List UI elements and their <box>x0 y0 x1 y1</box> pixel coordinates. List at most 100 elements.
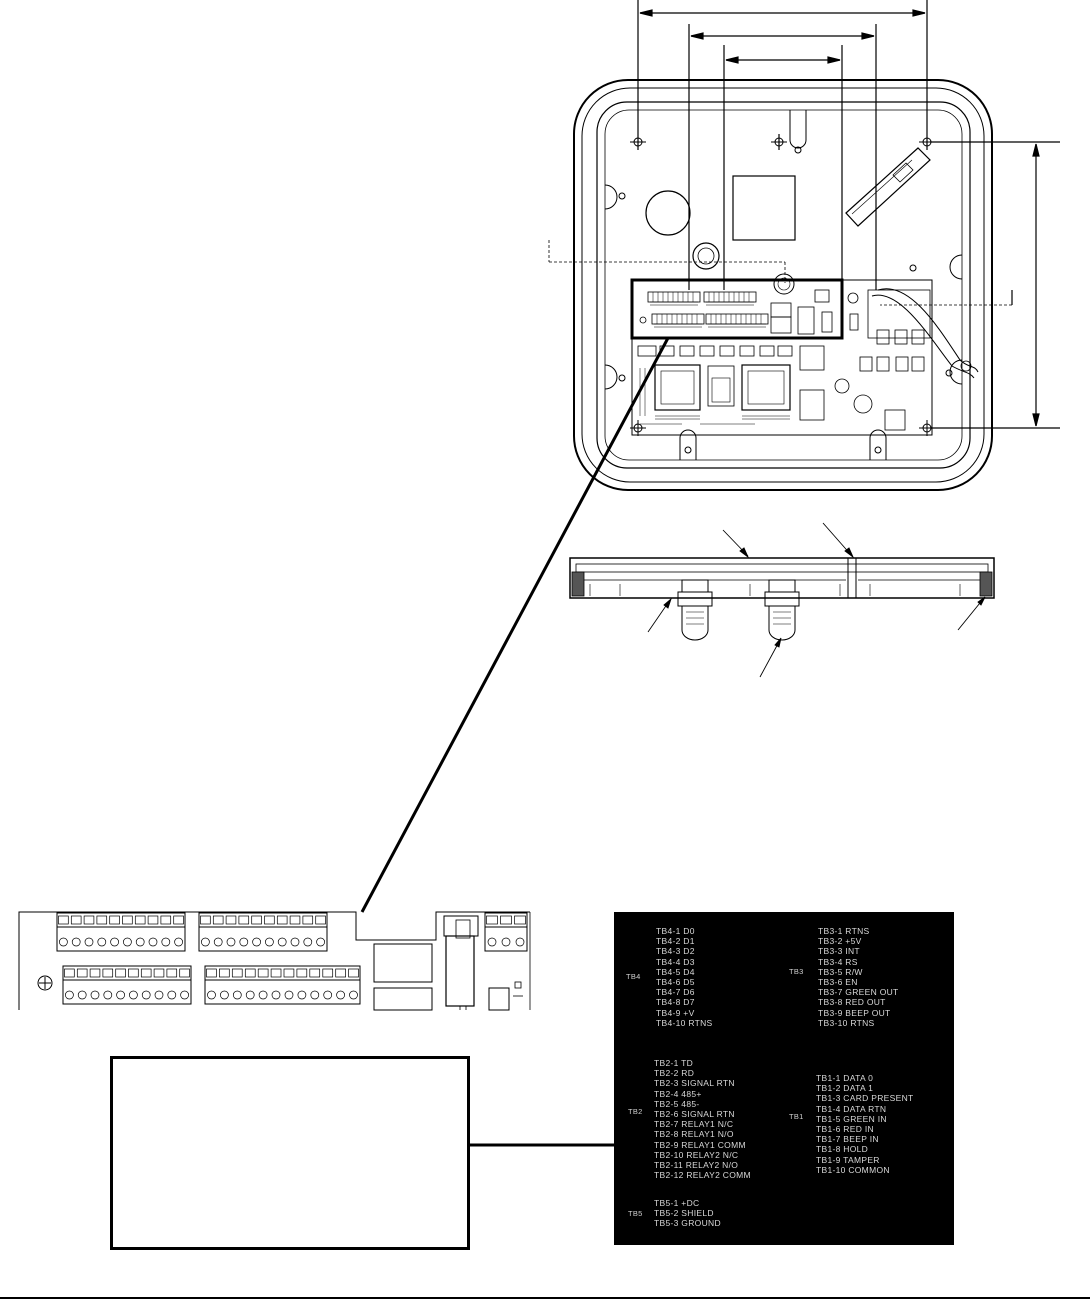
terminal-screw <box>71 937 81 947</box>
terminal-slot <box>134 915 146 925</box>
terminal-screw <box>65 990 74 1000</box>
terminal-slot <box>83 915 95 925</box>
terminal-screw <box>167 990 177 1000</box>
terminal-screw <box>501 937 511 947</box>
tb3-terminal-line: TB3-9 BEEP OUT <box>818 1007 891 1018</box>
terminal-slot <box>231 968 243 978</box>
terminal-screw <box>303 937 313 947</box>
terminal-screw <box>59 937 68 947</box>
terminal-slot <box>270 968 282 978</box>
zoom-leader-line <box>360 337 670 913</box>
terminal-slot <box>70 915 82 925</box>
terminal-slot <box>322 968 334 978</box>
terminal-slot <box>225 915 237 925</box>
tb3-terminal-line: TB3-6 EN <box>818 977 858 988</box>
tb2-terminal-line: TB2-10 RELAY2 N/C <box>654 1149 739 1160</box>
terminal-slot <box>122 915 133 925</box>
note-box <box>110 1056 470 1250</box>
terminal-screw <box>84 937 94 947</box>
side-section-view <box>569 557 995 641</box>
terminal-slot <box>206 968 217 978</box>
tb5-terminal-line: TB5-1 +DC <box>654 1198 700 1208</box>
tb2-terminal-line: TB2-7 RELAY1 N/C <box>654 1119 734 1130</box>
tb4-terminal-line: TB4-6 D5 <box>656 977 695 988</box>
tb2-terminal-line: TB2-5 485- <box>654 1098 700 1109</box>
terminal-slot <box>244 968 256 978</box>
tb2-terminal-line: TB2-4 485+ <box>654 1088 702 1099</box>
terminal-screw <box>252 937 261 947</box>
tb2-terminal-line: TB2-6 SIGNAL RTN <box>654 1109 735 1120</box>
tb3-terminal-line: TB3-4 RS <box>818 956 858 967</box>
terminal-screw <box>90 990 100 1000</box>
tb2-terminal-line: TB2-9 RELAY1 COMM <box>654 1139 746 1150</box>
tb1-terminal-line: TB1-8 HOLD <box>816 1144 869 1155</box>
terminal-slot <box>500 915 512 925</box>
top-dimension-lines <box>637 0 928 290</box>
terminal-screw <box>77 990 87 1000</box>
tb2-group-label: TB2 <box>628 1107 643 1116</box>
terminal-slot <box>115 968 126 978</box>
terminal-screw <box>141 990 151 1000</box>
terminal-slot <box>96 915 108 925</box>
terminal-slot <box>102 968 114 978</box>
terminal-slot <box>289 915 301 925</box>
terminal-screw <box>265 937 274 947</box>
tb4-terminal-line: TB4-8 D7 <box>656 997 695 1008</box>
terminal-screw <box>349 990 358 1000</box>
terminal-screw <box>258 990 268 1000</box>
tb1-terminal-line: TB1-10 COMMON <box>816 1164 890 1175</box>
terminal-screw <box>323 990 333 1000</box>
terminal-screw <box>277 937 287 947</box>
tb3-terminal-line: TB3-3 INT <box>818 946 860 957</box>
tb4-terminal-line: TB4-10 RTNS <box>656 1017 713 1028</box>
terminal-screw <box>232 990 242 1000</box>
terminal-screw <box>154 990 164 1000</box>
terminal-screw <box>226 937 236 947</box>
tb3-terminal-line: TB3-1 RTNS <box>818 926 870 936</box>
terminal-cells <box>58 915 526 1000</box>
tb4-terminal-line: TB4-4 D3 <box>656 956 695 967</box>
tb1-terminal-line: TB1-9 TAMPER <box>816 1154 880 1165</box>
bottom-rule <box>0 1297 1090 1299</box>
tb2-terminal-line: TB2-2 RD <box>654 1068 695 1079</box>
terminal-screw <box>161 937 171 947</box>
terminal-slot <box>147 915 159 925</box>
terminal-slot <box>212 915 224 925</box>
tb5-terminal-line: TB5-2 SHIELD <box>654 1208 714 1219</box>
tb2-terminal-line: TB2-3 SIGNAL RTN <box>654 1078 735 1089</box>
terminal-slot <box>179 968 190 978</box>
tb1-terminal-line: TB1-2 DATA 1 <box>816 1083 874 1094</box>
terminal-slot <box>238 915 250 925</box>
terminal-screw <box>213 937 223 947</box>
terminal-slot <box>251 915 262 925</box>
terminal-screw <box>103 990 113 1000</box>
terminal-screw <box>284 990 294 1000</box>
tb4-terminal-line: TB4-5 D4 <box>656 966 695 977</box>
tb3-terminal-line: TB3-5 R/W <box>818 966 863 977</box>
terminal-slot <box>219 968 230 978</box>
tb4-terminal-line: TB4-1 D0 <box>656 926 695 936</box>
tb3-terminal-line: TB3-7 GREEN OUT <box>818 987 899 998</box>
terminal-slot <box>173 915 184 925</box>
tb1-terminal-line: TB1-4 DATA RTN <box>816 1103 887 1114</box>
tb2-terminal-line: TB2-1 TD <box>654 1058 694 1068</box>
tb3-terminal-line: TB3-2 +5V <box>818 936 862 947</box>
terminal-slot <box>514 915 526 925</box>
terminal-screw <box>97 937 107 947</box>
terminal-slot <box>166 968 178 978</box>
side-view-leaders <box>647 522 986 678</box>
terminal-slot <box>140 968 152 978</box>
terminal-screw <box>148 937 158 947</box>
tb2-terminal-line: TB2-8 RELAY1 N/O <box>654 1129 734 1140</box>
terminal-screw <box>297 990 307 1000</box>
mounting-holes <box>618 134 953 454</box>
terminal-slot <box>276 915 288 925</box>
terminal-slot <box>153 968 165 978</box>
terminal-screw <box>180 990 189 1000</box>
terminal-slot <box>257 968 269 978</box>
terminal-screw <box>336 990 345 1000</box>
